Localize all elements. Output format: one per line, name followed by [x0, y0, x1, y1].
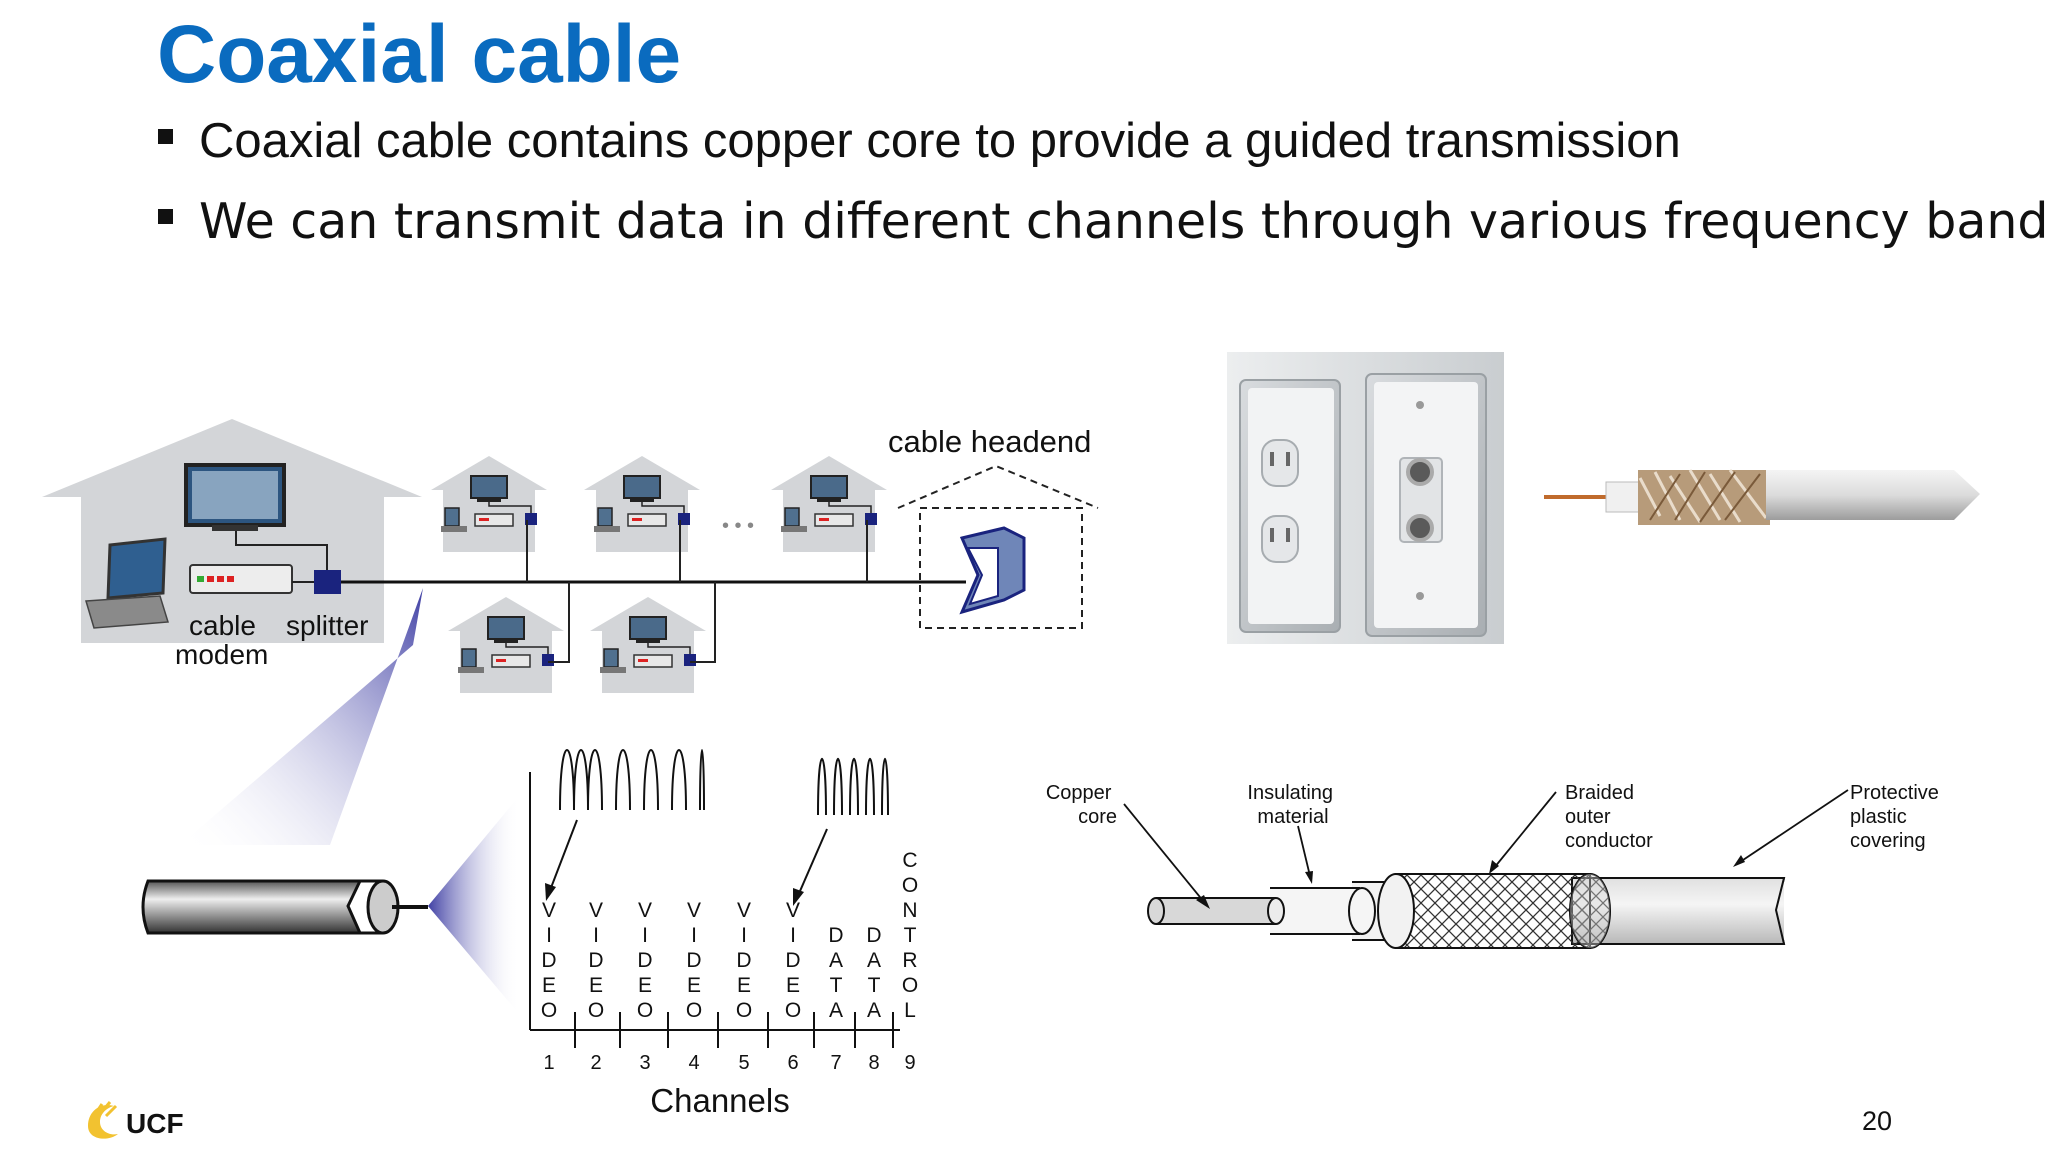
zoom-beam: [180, 588, 423, 845]
house-icon: [770, 455, 888, 553]
channel-9-letter: R: [902, 949, 917, 972]
channel-6-letter: O: [785, 999, 801, 1022]
splitter-label: splitter: [286, 610, 368, 641]
channel-8-letter: T: [868, 974, 881, 997]
channel-5-letter: I: [741, 924, 747, 947]
tv-icon: [184, 463, 286, 531]
splitter-icon: [314, 570, 341, 594]
channel-7-letter: T: [830, 974, 843, 997]
label-protective-covering: Protective plastic covering: [1850, 782, 1945, 852]
video-waveform: [559, 749, 705, 811]
channel-2-letter: E: [589, 974, 603, 997]
channel-4-letter: E: [687, 974, 701, 997]
channel-6-letter: D: [785, 949, 800, 972]
channel-number: 9: [904, 1052, 915, 1074]
coax-jack-icon: [1406, 514, 1434, 542]
channel-9-letter: T: [904, 924, 917, 947]
cable-headend: [897, 464, 1099, 629]
channel-number: 7: [830, 1052, 841, 1074]
house-icon: [430, 455, 548, 553]
bullet-2-text: We can transmit data in different channe…: [199, 193, 2048, 250]
channel-8-letter: A: [867, 949, 881, 972]
bullet-marker: [158, 128, 173, 144]
cable-modem-icon: [189, 564, 293, 594]
computer-icon: [85, 537, 169, 629]
channel-4-letter: O: [686, 999, 702, 1022]
page-number: 20: [1862, 1106, 1893, 1136]
channel-1-letter: D: [541, 949, 556, 972]
data-waveform: [817, 758, 889, 816]
wall-outlet-photo: [1227, 352, 1504, 644]
channel-number: 1: [543, 1052, 554, 1074]
channel-8-letter: D: [866, 924, 881, 947]
label-copper-core: Copper core: [1046, 782, 1117, 828]
channel-4-letter: D: [686, 949, 701, 972]
channel-1-letter: V: [542, 899, 556, 922]
channel-3-letter: O: [637, 999, 653, 1022]
channel-number: 8: [868, 1052, 879, 1074]
channel-3-letter: E: [638, 974, 652, 997]
bullet-1-text: Coaxial cable contains copper core to pr…: [199, 114, 1681, 168]
houses-ellipsis: • • •: [722, 515, 754, 537]
channel-2-letter: V: [589, 899, 603, 922]
coax-cable-icon: [141, 879, 428, 935]
channel-9-letter: L: [904, 999, 916, 1022]
ucf-logo: UCF: [88, 1101, 184, 1139]
network-diagram: • • • cable headend cable modem splitter: [42, 419, 1099, 694]
bullet-1: Coaxial cable contains copper core to pr…: [158, 113, 1681, 169]
channel-4-letter: I: [691, 924, 697, 947]
channel-5-letter: V: [737, 899, 751, 922]
channel-number: 5: [738, 1052, 749, 1074]
bullet-marker: [158, 209, 173, 224]
channel-1-letter: O: [541, 999, 557, 1022]
channel-5-letter: O: [736, 999, 752, 1022]
channel-6-letter: E: [786, 974, 800, 997]
label-braided-outer-conductor: Braided outer conductor: [1565, 782, 1653, 852]
channel-2-letter: O: [588, 999, 604, 1022]
house-icon: [447, 596, 565, 694]
headend-label: cable headend: [888, 424, 1091, 459]
house-icon: [589, 596, 707, 694]
house-icon: [583, 455, 701, 553]
channel-number: 2: [590, 1052, 601, 1074]
channel-1-letter: E: [542, 974, 556, 997]
channel-7-letter: D: [828, 924, 843, 947]
channel-1-letter: I: [546, 924, 552, 947]
label-insulating-material: Insulating material: [1247, 782, 1338, 828]
bullet-2: We can transmit data in different channe…: [158, 193, 2048, 250]
channel-6-letter: V: [786, 899, 800, 922]
channel-2-letter: I: [593, 924, 599, 947]
channel-8-letter: A: [867, 999, 881, 1022]
channel-number: 6: [787, 1052, 798, 1074]
channel-number: 4: [688, 1052, 699, 1074]
channel-9-letter: N: [902, 899, 917, 922]
modem-label: modem: [175, 639, 268, 670]
channel-3-letter: D: [637, 949, 652, 972]
coax-jack-icon: [1406, 458, 1434, 486]
channel-7-letter: A: [829, 999, 843, 1022]
channel-3-letter: V: [638, 899, 652, 922]
zoom-beam: [428, 795, 520, 1015]
channel-7-letter: A: [829, 949, 843, 972]
ucf-logo-text: UCF: [126, 1108, 184, 1139]
cable-label: cable: [189, 610, 256, 641]
channel-2-letter: D: [588, 949, 603, 972]
channel-number: 3: [639, 1052, 650, 1074]
channels-axis-label: Channels: [650, 1082, 789, 1119]
channel-6-letter: I: [790, 924, 796, 947]
channel-spectrum: VIDEOVIDEOVIDEOVIDEOVIDEOVIDEODATADATACO…: [529, 749, 918, 1119]
channel-9-letter: O: [902, 874, 918, 897]
channel-5-letter: D: [736, 949, 751, 972]
channel-9-letter: C: [902, 849, 917, 872]
channel-3-letter: I: [642, 924, 648, 947]
slide-title: Coaxial cable: [157, 9, 682, 100]
channel-9-letter: O: [902, 974, 918, 997]
channel-4-letter: V: [687, 899, 701, 922]
channel-5-letter: E: [737, 974, 751, 997]
stripped-coax-photo: [1544, 469, 1980, 525]
coax-cross-section: Copper core Insulating material Braided …: [1046, 782, 1945, 949]
